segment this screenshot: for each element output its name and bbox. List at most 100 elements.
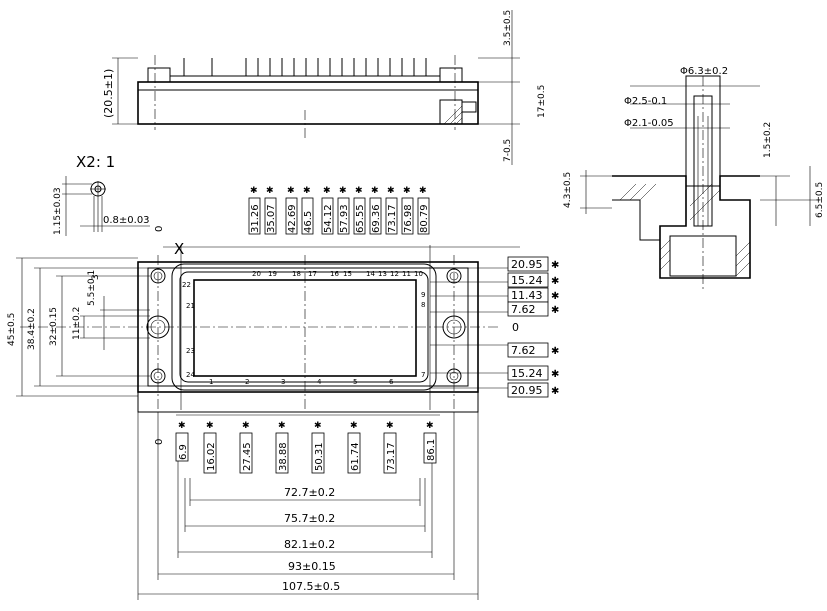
zero-bottom: 0 [154,439,165,445]
star-mark: ✱ [178,421,186,431]
star-mark: ✱ [314,421,322,431]
pin-label: 24 [186,371,195,379]
right-dim: 11.43 [511,289,543,302]
top-dim: 31.26 [250,204,261,233]
top-dim: 54.12 [323,204,334,233]
right-dim: 7.62 [511,344,536,357]
detail-height-dim: 1.15±0.03 [53,187,63,235]
bottom-dim: 73.17 [386,442,397,471]
star-mark: ✱ [551,291,559,302]
right-dim: 20.95 [511,258,543,271]
zero-top: 0 [154,226,165,232]
width-dim: 107.5±0.5 [282,580,340,593]
pin-label: 1 [209,378,213,386]
star-mark: ✱ [287,186,295,196]
width-dim: 75.7±0.2 [284,512,335,525]
side-height-dim: (20.5±1) [102,69,115,118]
bottom-dim: 6.9 [178,444,189,460]
bottom-dim: 16.02 [206,442,217,471]
height-b-dim: 6.5±0.5 [815,182,825,218]
width-dim: 93±0.15 [288,560,336,573]
bottom-dim-labels: 6.9 16.02 27.45 38.88 50.31 61.74 73.17 … [175,432,437,474]
pin-number: 14 [366,270,375,278]
top-dim: 57.93 [339,204,350,233]
top-dim: 73.17 [387,204,398,233]
star-mark: ✱ [350,421,358,431]
width-dim-lines [137,412,479,600]
pin-label: 4 [317,378,322,386]
star-mark: ✱ [250,186,258,196]
pin-label: 22 [182,281,191,289]
pin-label: 21 [186,302,195,310]
star-mark: ✱ [242,421,250,431]
top-pin-numbers: 20 19 18 17 16 15 14 13 12 11 10 [252,270,423,278]
star-mark: ✱ [551,260,559,271]
star-mark: ✱ [551,346,559,357]
top-dim: 80.79 [419,204,430,233]
pin-label: 5 [353,378,357,386]
star-mark: ✱ [303,186,311,196]
depth-dim: 1.5±0.2 [763,122,773,158]
pin-label: 7 [421,371,425,379]
dia-outer-dim: Φ6.3±0.2 [680,66,728,77]
small-dim-2: 3 [91,274,101,280]
overall-height-dim: 45±0.5 [7,313,17,346]
width-dim: 72.7±0.2 [284,486,335,499]
star-mark: ✱ [551,276,559,287]
pin-protrusion-dim: 3.5±0.5 [503,10,513,46]
star-mark: ✱ [206,421,214,431]
dia-inner-dim: Φ2.1-0.05 [624,118,674,129]
pin-number: 10 [414,270,423,278]
pin-number: 20 [252,270,261,278]
top-dim: 69.36 [371,204,382,233]
pin-label: 2 [245,378,249,386]
star-mark: ✱ [551,369,559,380]
pin-label: 3 [281,378,285,386]
pitch-dim: 32±0.15 [49,307,59,346]
star-mark: ✱ [387,186,395,196]
bottom-dim: 50.31 [314,442,325,471]
bottom-dim: 86.1 [426,439,437,461]
star-mark: ✱ [355,186,363,196]
top-dim: 42.69 [287,204,298,233]
star-mark: ✱ [371,186,379,196]
dia-mid-dim: Φ2.5-0.1 [624,96,667,107]
right-zero: 0 [512,321,519,334]
star-mark: ✱ [403,186,411,196]
right-dim: 15.24 [511,274,543,287]
top-dim-labels: 31.26 35.07 42.69 46.5 54.12 57.93 65.55… [248,197,430,235]
star-mark: ✱ [419,186,427,196]
width-dim: 82.1±0.2 [284,538,335,551]
bottom-dim: 38.88 [278,442,289,471]
pin-number: 11 [402,270,411,278]
pin-detail [580,75,820,290]
pin-number: 13 [378,270,387,278]
star-mark: ✱ [551,386,559,397]
right-dim-labels: 20.95 ✱ 15.24 ✱ 11.43 ✱ 7.62 ✱ 0 7.62 ✱ … [507,256,559,398]
star-mark: ✱ [551,305,559,316]
top-view [16,245,520,416]
detail-width-dim: 0.8±0.03 [103,215,150,226]
top-dim: 46.5 [303,211,314,233]
star-mark: ✱ [386,421,394,431]
pin-number: 17 [308,270,317,278]
hole-dim: 11±0.2 [72,307,82,340]
side-view [112,10,520,165]
detail-label: X2: 1 [76,153,115,171]
bottom-stars: ✱ ✱ ✱ ✱ ✱ ✱ ✱ ✱ [178,421,434,431]
top-dim: 76.98 [403,204,414,233]
star-mark: ✱ [278,421,286,431]
right-dim: 7.62 [511,303,536,316]
pin-label: 6 [389,378,394,386]
star-mark: ✱ [426,421,434,431]
small-dim: 5.5±0.1 [87,270,97,306]
height-a-dim: 4.3±0.5 [563,172,573,208]
right-dim: 15.24 [511,367,543,380]
pin-number: 18 [292,270,301,278]
star-mark: ✱ [323,186,331,196]
pin-number: 19 [268,270,277,278]
top-stars: ✱ ✱ ✱ ✱ ✱ ✱ ✱ ✱ ✱ ✱ ✱ [250,186,427,196]
pin-label: 23 [186,347,195,355]
side-pins [183,58,427,76]
